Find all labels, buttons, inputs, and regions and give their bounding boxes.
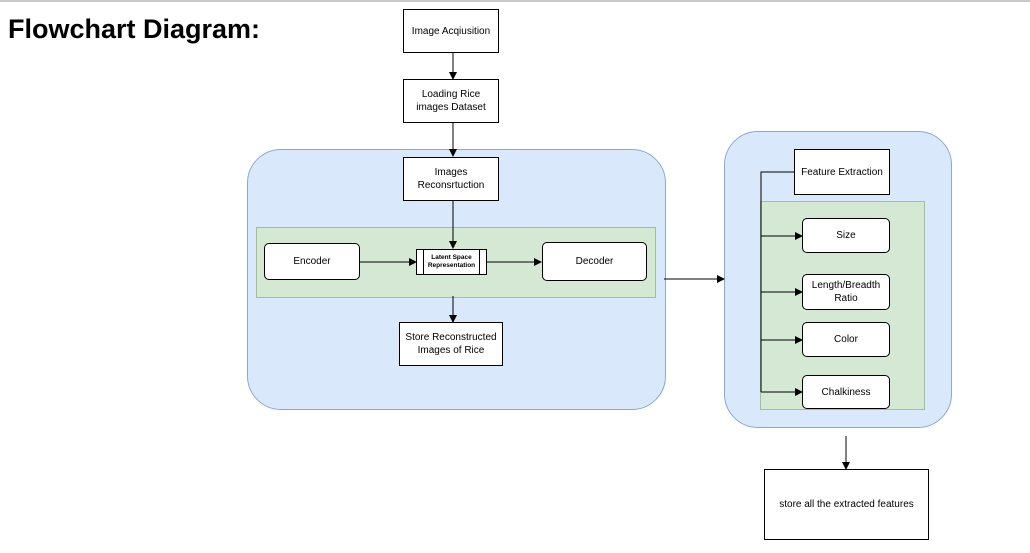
image-acquisition-label: Image Acqiusition [411, 25, 491, 37]
latent-space-label: Latent Space Representation [427, 254, 476, 269]
loading-dataset-label: Loading Rice images Dataset [416, 89, 486, 113]
size-label: Size [836, 230, 856, 241]
image-acquisition-node: Image Acqiusition [403, 9, 499, 53]
length-breadth-label: Length/Breadth Ratio [811, 280, 881, 304]
loading-dataset-node: Loading Rice images Dataset [403, 79, 499, 123]
store-features-label: store all the extracted features [779, 499, 914, 510]
store-reconstructed-label: Store Reconstructed Images of Rice [405, 332, 497, 356]
chalkiness-node: Chalkiness [802, 375, 890, 409]
decoder-node: Decoder [542, 242, 647, 281]
images-reconstruction-node: Images Reconsrtuction [403, 157, 499, 201]
store-features-node: store all the extracted features [764, 469, 929, 540]
feature-extraction-label: Feature Extraction [801, 166, 883, 178]
size-node: Size [802, 218, 890, 253]
decoder-label: Decoder [575, 256, 614, 267]
store-reconstructed-node: Store Reconstructed Images of Rice [399, 322, 503, 366]
page-title: Flowchart Diagram: [8, 14, 261, 44]
chalkiness-label: Chalkiness [821, 386, 871, 398]
encoder-label: Encoder [293, 256, 331, 267]
images-reconstruction-label: Images Reconsrtuction [417, 167, 485, 191]
top-divider [0, 0, 1030, 2]
feature-extraction-node: Feature Extraction [794, 149, 890, 195]
color-node: Color [802, 322, 890, 357]
feature-branch-line [760, 171, 794, 392]
encoder-node: Encoder [264, 243, 360, 280]
latent-space-node: Latent Space Representation [416, 249, 487, 275]
length-breadth-node: Length/Breadth Ratio [802, 274, 890, 310]
color-label: Color [834, 334, 858, 345]
